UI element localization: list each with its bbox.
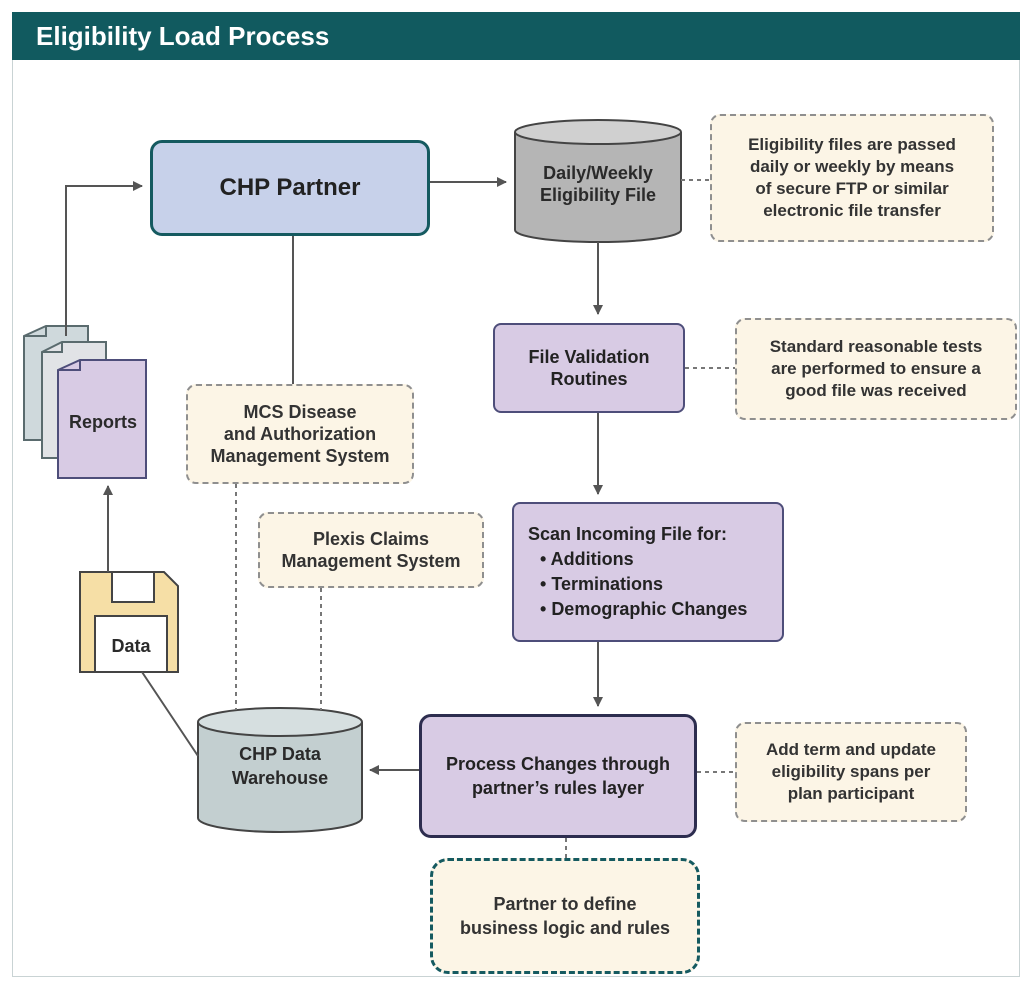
tests-note: Standard reasonable tests are performed … bbox=[735, 318, 1017, 420]
reports-label: Reports bbox=[68, 412, 137, 432]
ftp-note-line-4: electronic file transfer bbox=[763, 201, 941, 220]
term-note-line-3: plan participant bbox=[787, 784, 915, 803]
file-validation-node: File Validation Routines bbox=[493, 323, 685, 413]
scan-item-demographic: • Demographic Changes bbox=[540, 599, 748, 619]
ftp-note-line-2: daily or weekly by means bbox=[749, 157, 955, 176]
data-warehouse-cylinder bbox=[197, 707, 363, 833]
chp-partner-label: CHP Partner bbox=[219, 174, 361, 201]
data-label: Data bbox=[111, 636, 151, 656]
data-warehouse-label: CHP Data Warehouse bbox=[198, 742, 362, 790]
daily-file-line-2: Eligibility File bbox=[539, 185, 656, 205]
title-bar: Eligibility Load Process bbox=[12, 12, 1020, 60]
data-warehouse-line-2: Warehouse bbox=[231, 768, 329, 788]
partner-rules-note: Partner to define business logic and rul… bbox=[430, 858, 700, 974]
plexis-line-2: Management System bbox=[281, 551, 461, 571]
tests-note-line-2: are performed to ensure a bbox=[771, 359, 981, 378]
chp-partner-node: CHP Partner bbox=[150, 140, 430, 236]
data-floppy-icon bbox=[79, 571, 179, 673]
file-validation-line-2: Routines bbox=[550, 369, 628, 389]
daily-file-label: Daily/Weekly Eligibility File bbox=[515, 162, 681, 206]
term-note-line-2: eligibility spans per bbox=[771, 762, 931, 781]
scan-heading: Scan Incoming File for: bbox=[528, 524, 728, 544]
mcs-line-2: and Authorization bbox=[223, 424, 377, 444]
process-changes-line-1: Process Changes through bbox=[445, 754, 671, 774]
scan-incoming-node: Scan Incoming File for: • Additions • Te… bbox=[512, 502, 784, 642]
daily-file-line-1: Daily/Weekly bbox=[543, 163, 653, 183]
scan-item-terminations: • Terminations bbox=[540, 574, 663, 594]
ftp-note-line-1: Eligibility files are passed bbox=[748, 135, 956, 154]
line-warehouse-to-data bbox=[141, 671, 199, 757]
ftp-note: Eligibility files are passed daily or we… bbox=[710, 114, 994, 242]
diagram-title: Eligibility Load Process bbox=[36, 21, 330, 51]
process-changes-line-2: partner’s rules layer bbox=[471, 778, 645, 798]
reports-document-stack bbox=[23, 325, 147, 479]
partner-rules-line-1: Partner to define bbox=[493, 894, 637, 914]
plexis-system-note: Plexis Claims Management System bbox=[258, 512, 484, 588]
partner-rules-line-2: business logic and rules bbox=[459, 918, 671, 938]
term-update-note: Add term and update eligibility spans pe… bbox=[735, 722, 967, 822]
term-note-line-1: Add term and update bbox=[765, 740, 936, 759]
daily-file-cylinder bbox=[514, 119, 682, 243]
mcs-line-3: Management System bbox=[210, 446, 390, 466]
plexis-line-1: Plexis Claims bbox=[312, 529, 430, 549]
file-validation-line-1: File Validation bbox=[528, 347, 650, 367]
tests-note-line-3: good file was received bbox=[785, 381, 967, 400]
scan-item-additions: • Additions bbox=[540, 549, 634, 569]
ftp-note-line-3: of secure FTP or similar bbox=[755, 179, 949, 198]
tests-note-line-1: Standard reasonable tests bbox=[769, 337, 983, 356]
data-warehouse-line-1: CHP Data bbox=[239, 744, 321, 764]
arrow-reports-to-partner bbox=[65, 181, 143, 336]
mcs-line-1: MCS Disease bbox=[243, 402, 357, 422]
process-changes-node: Process Changes through partner’s rules … bbox=[419, 714, 697, 838]
mcs-system-note: MCS Disease and Authorization Management… bbox=[186, 384, 414, 484]
